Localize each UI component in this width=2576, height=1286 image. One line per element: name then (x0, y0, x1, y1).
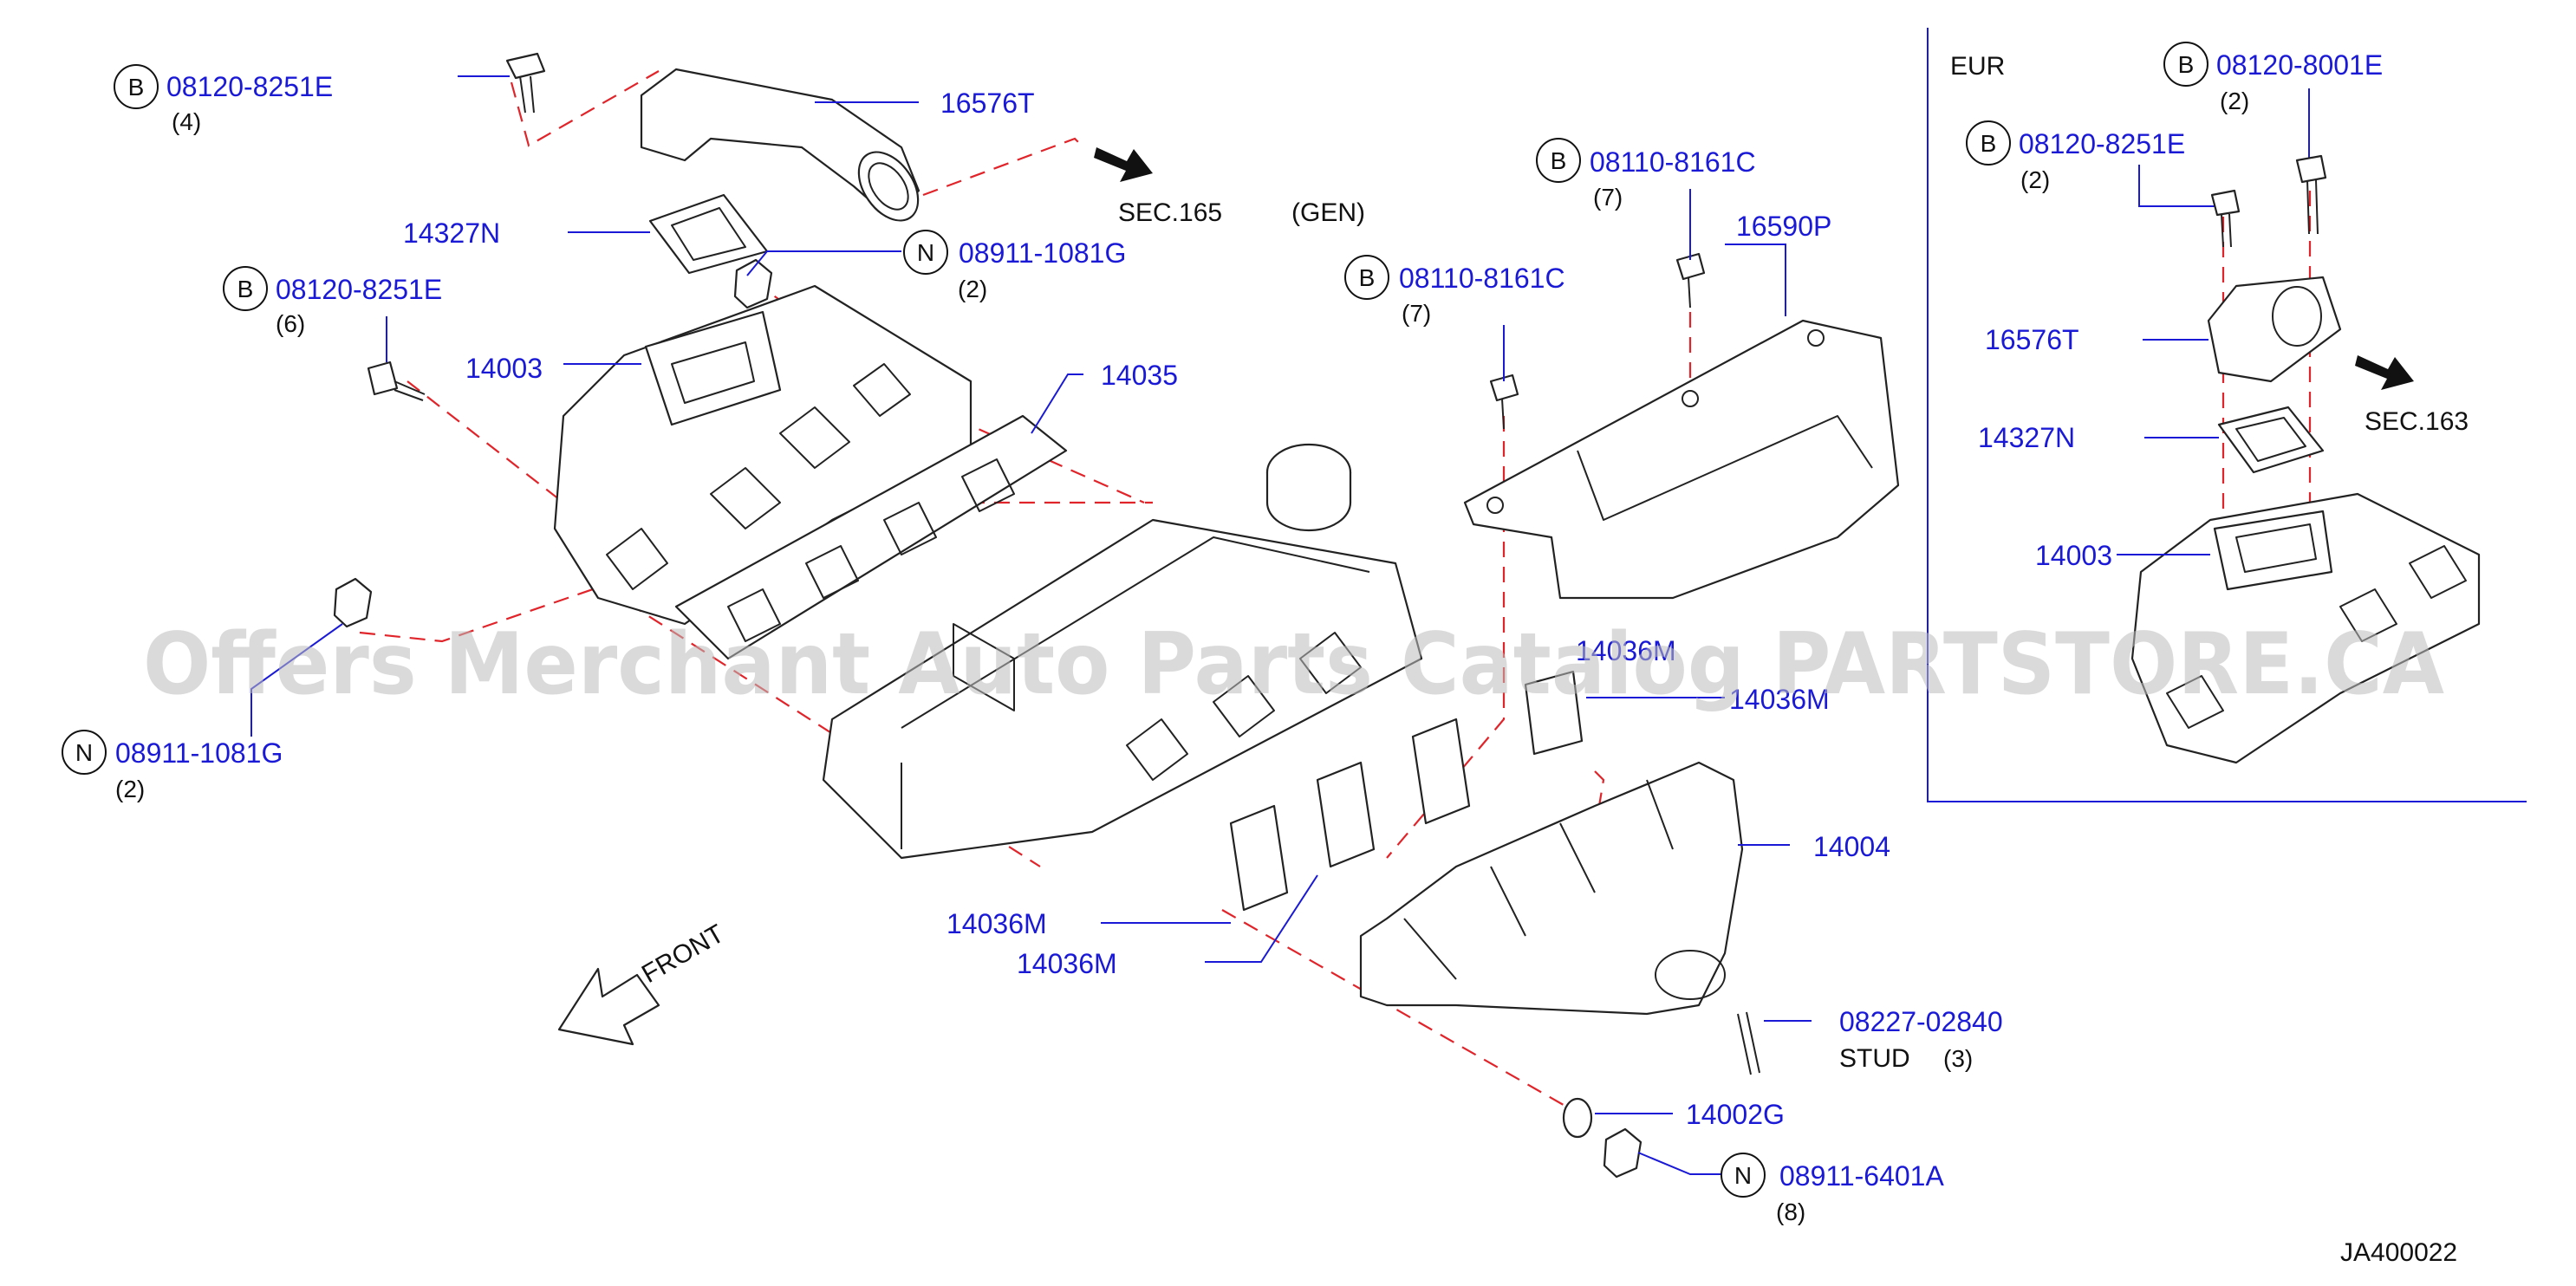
qty-bolt-left: (6) (276, 310, 305, 337)
label-heat-shield[interactable]: 16590P (1736, 211, 1831, 242)
badges: B B N N B B N B B (62, 42, 2208, 1198)
intake-gasket-drawing (674, 414, 1068, 660)
label-washer[interactable]: 14002G (1686, 1099, 1785, 1130)
inset-label-gasket[interactable]: 14327N (1978, 422, 2075, 453)
label-heat-bolt-b[interactable]: 08110-8161C (1399, 263, 1565, 294)
qty-heat-bolt-b: (7) (1402, 300, 1431, 327)
qty-heat-bolt-a: (7) (1593, 184, 1623, 211)
label-nut-left[interactable]: 08911-1081G (115, 737, 283, 769)
badge-nut-bottom: N (1734, 1162, 1752, 1189)
badge-heat-bolt-a: B (1551, 147, 1567, 174)
label-intake-gasket[interactable]: 14035 (1101, 360, 1178, 391)
label-pipe-16576t[interactable]: 16576T (940, 88, 1035, 119)
stud-drawing (1737, 1011, 1760, 1075)
front-indicator: FRONT (557, 919, 729, 1046)
badge-inset-bolt-b: B (1981, 130, 1997, 157)
label-exh-gasket-hidden[interactable]: 14036M (1576, 635, 1676, 666)
inset-sec-163[interactable]: SEC.163 (2365, 407, 2469, 436)
qty-nut-bottom: (8) (1776, 1198, 1805, 1225)
qty-stud: (3) (1943, 1045, 1973, 1072)
sec-165-reference: SEC.165 (GEN) (1094, 147, 1365, 227)
label-nut-top[interactable]: 08911-1081G (959, 237, 1126, 269)
elbow-pipe-drawing (640, 68, 920, 222)
qty-nut-top: (2) (958, 276, 987, 302)
inset-title: EUR (1950, 52, 2005, 81)
front-label: FRONT (637, 919, 729, 989)
label-nut-bottom[interactable]: 08911-6401A (1779, 1160, 1944, 1192)
heat-shield-drawing (1463, 319, 1900, 600)
watermark: Offers Merchant Auto Parts Catalog PARTS… (143, 615, 2444, 714)
label-heat-bolt-a[interactable]: 08110-8161C (1590, 146, 1756, 178)
label-gasket-14327n[interactable]: 14327N (403, 218, 500, 249)
nut-left-drawing (333, 577, 373, 628)
badge-bolt-left: B (237, 276, 254, 302)
badge-heat-bolt-b: B (1359, 264, 1376, 291)
leader-lines (250, 75, 1812, 1175)
label-stud[interactable]: 08227-02840 (1839, 1006, 2003, 1037)
diagram-code: JA400022 (2340, 1238, 2457, 1267)
bolt-left-drawing (367, 360, 426, 401)
badge-nut-top: N (917, 239, 934, 266)
inset-label-bolt-b[interactable]: 08120-8251E (2019, 128, 2185, 159)
label-bolt-left[interactable]: 08120-8251E (276, 274, 442, 305)
label-exh-gasket-right[interactable]: 14036M (1729, 684, 1830, 715)
inset-label-bolt-a[interactable]: 08120-8001E (2216, 49, 2383, 81)
exhaust-gaskets-drawing (1229, 670, 1584, 912)
eur-inset: EUR 08120-8001E (2) 08120-8251E (2) 1657… (1927, 28, 2527, 802)
inset-qty-bolt-a: (2) (2220, 88, 2249, 114)
heat-bolts-drawing (1489, 252, 1706, 430)
qty-bolt-top: (4) (172, 108, 201, 135)
badge-inset-bolt-a: B (2178, 51, 2195, 78)
label-intake-manifold[interactable]: 14003 (465, 353, 543, 384)
label-bolt-top[interactable]: 08120-8251E (166, 71, 333, 102)
inset-qty-bolt-b: (2) (2020, 166, 2050, 193)
washer-nut-drawing (1562, 1097, 1643, 1179)
badge-nut-left: N (75, 739, 93, 766)
label-exh-gasket-lower2[interactable]: 14036M (1017, 948, 1117, 979)
nut-top-drawing (733, 258, 773, 309)
inset-label-manifold[interactable]: 14003 (2035, 540, 2112, 571)
qty-nut-left: (2) (115, 776, 145, 802)
bolt-top-drawing (505, 52, 546, 114)
badge-bolt-top: B (128, 74, 145, 101)
exhaust-manifold-drawing (1359, 761, 1744, 1016)
gen-label: (GEN) (1291, 198, 1365, 227)
sec-165-label[interactable]: SEC.165 (1118, 198, 1222, 227)
cylinder-head-drawing (822, 443, 1423, 860)
stud-text: STUD (1839, 1044, 1910, 1073)
inset-label-pipe[interactable]: 16576T (1985, 324, 2079, 355)
gasket-14327n-drawing (648, 193, 769, 275)
part-labels: 08120-8251E (4) 16576T 14327N 08911-1081… (115, 71, 2003, 1225)
label-exh-gasket-lower1[interactable]: 14036M (946, 908, 1047, 939)
label-exhaust-manifold[interactable]: 14004 (1813, 831, 1890, 862)
